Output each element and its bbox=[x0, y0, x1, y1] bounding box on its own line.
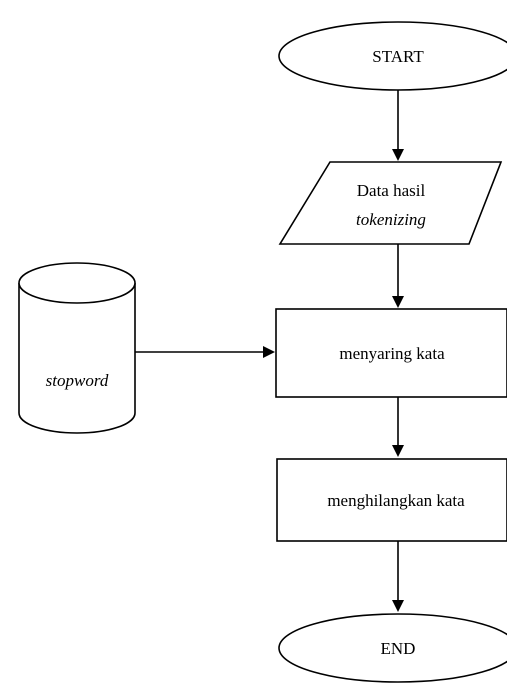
start-terminator: START bbox=[278, 21, 507, 91]
data-input-label-line1: Data hasil bbox=[357, 181, 426, 200]
end-terminator: END bbox=[278, 613, 507, 683]
data-input-label-line2: tokenizing bbox=[356, 210, 426, 229]
remove-process-label: menghilangkan kata bbox=[327, 491, 465, 510]
stopword-label: stopword bbox=[46, 371, 109, 390]
start-label: START bbox=[372, 47, 424, 66]
filter-process-label: menyaring kata bbox=[339, 344, 445, 363]
end-label: END bbox=[381, 639, 416, 658]
data-input-parallelogram: Data hasil tokenizing bbox=[278, 161, 503, 245]
stopword-database: stopword bbox=[18, 262, 136, 434]
filter-process-box: menyaring kata bbox=[275, 308, 507, 398]
remove-process-box: menghilangkan kata bbox=[276, 458, 507, 542]
